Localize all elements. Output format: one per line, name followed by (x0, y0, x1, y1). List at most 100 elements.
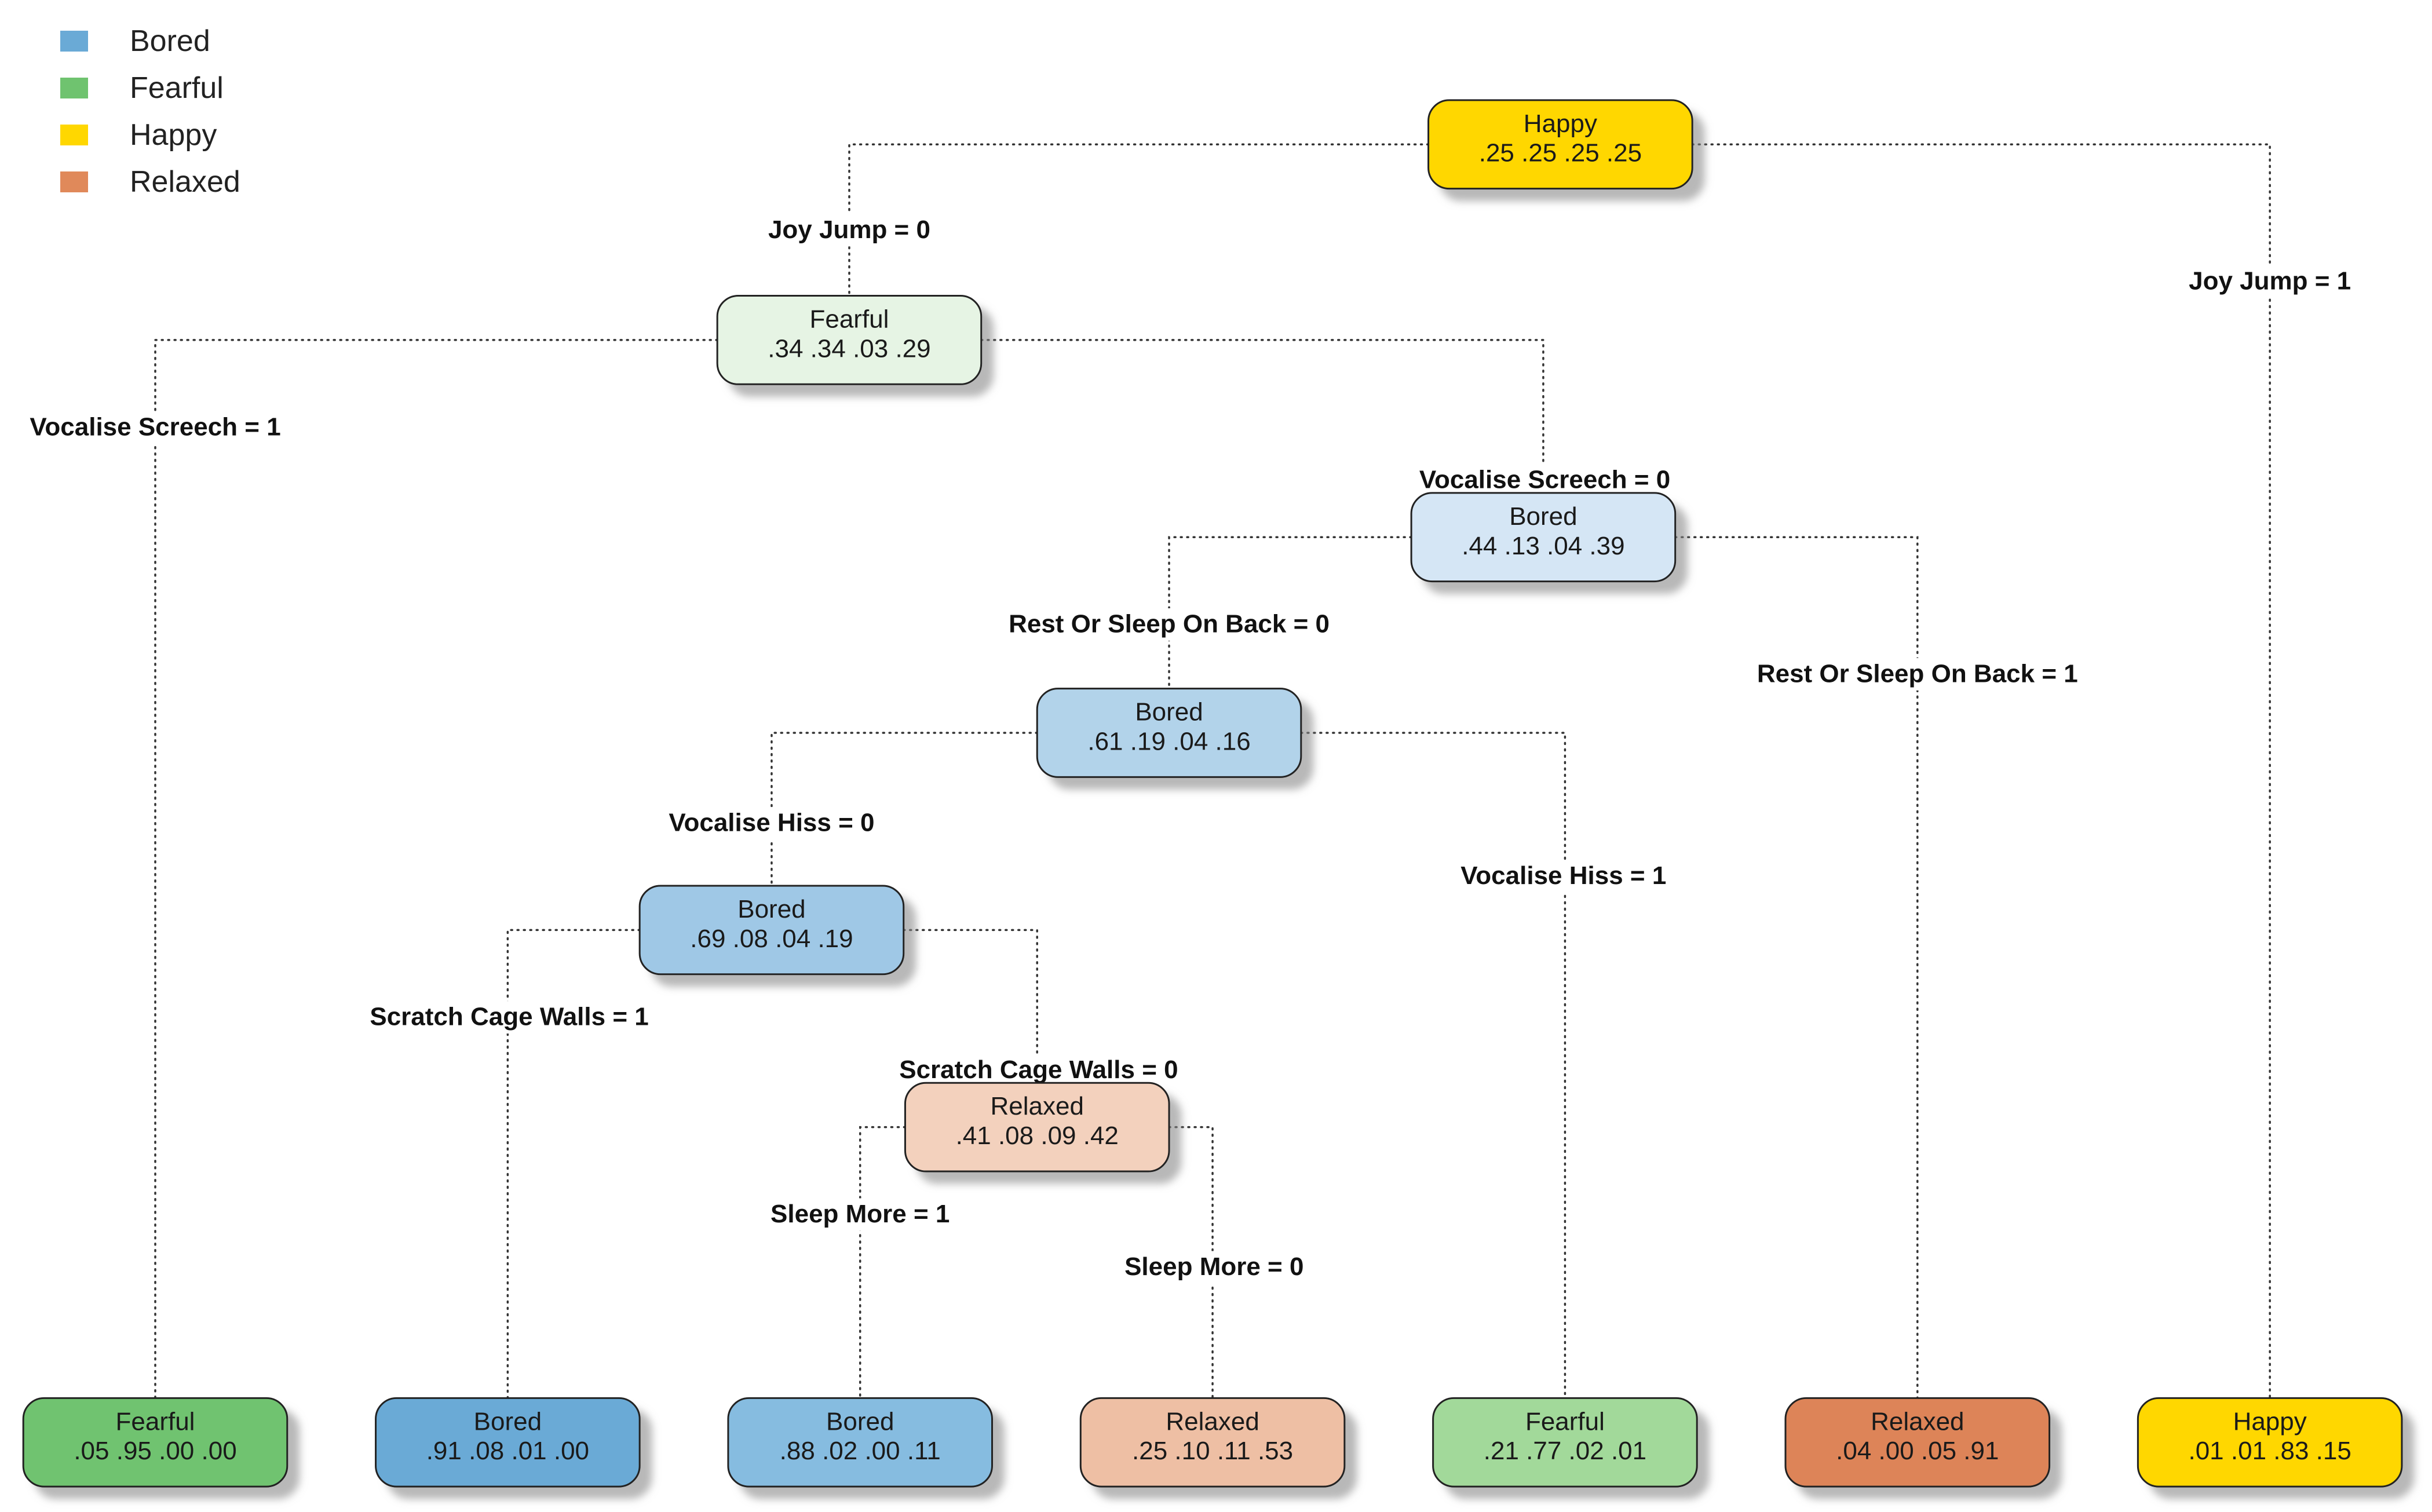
edge-label: Vocalise Hiss = 0 (669, 809, 874, 837)
edge-label-bg (350, 1001, 669, 1034)
node-class-label: Fearful (809, 305, 889, 333)
edge-label: Vocalise Hiss = 1 (1460, 861, 1666, 890)
edge-label-bg (2181, 265, 2360, 298)
node-box (1432, 1397, 1698, 1488)
node-box (1784, 1397, 2051, 1488)
tree-node-n6: Relaxed.41 .08 .09 .42 (904, 1082, 1170, 1173)
edge-label-bg (879, 1054, 1197, 1087)
node-box (375, 1397, 641, 1488)
node-probabilities: .41 .08 .09 .42 (956, 1122, 1119, 1150)
edge-n5-n6 (903, 929, 1038, 1084)
edge-label-bg (1737, 658, 2097, 691)
legend-swatch-bored (60, 30, 88, 52)
node-class-label: Relaxed (1166, 1407, 1259, 1436)
edge-label: Joy Jump = 0 (768, 216, 930, 244)
edge-label-bg (757, 1198, 963, 1231)
legend-item-relaxed: Relaxed (60, 158, 240, 205)
node-class-label: Relaxed (1871, 1407, 1964, 1436)
node-class-label: Happy (2233, 1407, 2307, 1436)
edge-label: Sleep More = 1 (771, 1200, 950, 1228)
node-probabilities: .25 .10 .11 .53 (1132, 1437, 1293, 1465)
node-probabilities: .25 .25 .25 .25 (1479, 139, 1642, 167)
legend-item-bored: Bored (60, 17, 240, 64)
legend-item-fearful: Fearful (60, 64, 240, 111)
node-class-label: Bored (474, 1407, 542, 1436)
node-class-label: Relaxed (991, 1092, 1084, 1120)
node-class-label: Fearful (116, 1407, 195, 1436)
node-probabilities: .88 .02 .00 .11 (780, 1437, 941, 1465)
tree-node-l3: Bored.88 .02 .00 .11 (727, 1397, 994, 1488)
legend-label-bored: Bored (130, 24, 210, 58)
edge-n2-n3 (980, 339, 1544, 494)
tree-node-l5: Fearful.21 .77 .02 .01 (1432, 1397, 1698, 1488)
node-class-label: Bored (1135, 698, 1203, 726)
edge-labels-layer: Joy Jump = 0 Joy Jump = 1 Vocalise Screech… (10, 214, 2360, 1284)
edge-label: Rest Or Sleep On Back = 1 (1757, 659, 2078, 688)
node-class-label: Fearful (1525, 1407, 1605, 1436)
legend-label-fearful: Fearful (130, 71, 224, 105)
edge-n6-l4 (1168, 1126, 1214, 1400)
node-probabilities: .01 .01 .83 .15 (2188, 1437, 2351, 1465)
node-box (727, 1397, 994, 1488)
legend-label-relaxed: Relaxed (130, 165, 240, 199)
node-box (716, 295, 983, 385)
edge-label-bg (1439, 860, 1688, 893)
node-box (1410, 492, 1677, 583)
edges-layer (154, 143, 2271, 1400)
edge-n4-n5 (771, 732, 1038, 887)
edge-label: Vocalise Screech = 1 (30, 412, 280, 441)
node-box (904, 1082, 1170, 1173)
tree-node-n3: Bored.44 .13 .04 .39 (1410, 492, 1677, 583)
edge-n6-l3 (859, 1126, 907, 1400)
edge-label: Vocalise Screech = 0 (1419, 465, 1670, 494)
node-probabilities: .61 .19 .04 .16 (1087, 727, 1250, 755)
tree-node-l4: Relaxed.25 .10 .11 .53 (1079, 1397, 1346, 1488)
edge-label-bg (10, 411, 300, 444)
legend-swatch-fearful (60, 77, 88, 98)
tree-node-l7: Happy.01 .01 .83 .15 (2137, 1397, 2403, 1488)
tree-node-l2: Bored.91 .08 .01 .00 (375, 1397, 641, 1488)
legend: Bored Fearful Happy Relaxed (60, 17, 240, 205)
legend-swatch-relaxed (60, 171, 88, 192)
node-probabilities: .05 .95 .00 .00 (74, 1437, 236, 1465)
edge-n4-l5 (1300, 732, 1566, 1400)
edge-label: Scratch Cage Walls = 1 (370, 1003, 648, 1031)
node-probabilities: .91 .08 .01 .00 (426, 1437, 589, 1465)
node-box (22, 1397, 289, 1488)
node-probabilities: .21 .77 .02 .01 (1484, 1437, 1646, 1465)
tree-node-l1: Fearful.05 .95 .00 .00 (22, 1397, 289, 1488)
node-probabilities: .69 .08 .04 .19 (690, 925, 853, 953)
tree-node-n1: Happy.25 .25 .25 .25 (1427, 99, 1693, 190)
node-class-label: Happy (1524, 109, 1597, 138)
tree-node-n2: Fearful.34 .34 .03 .29 (716, 295, 983, 385)
tree-node-n4: Bored.61 .19 .04 .16 (1036, 688, 1302, 778)
node-probabilities: .34 .34 .03 .29 (768, 334, 930, 363)
node-probabilities: .04 .00 .05 .91 (1836, 1437, 1999, 1465)
edge-n5-l2 (506, 929, 641, 1400)
edge-label: Scratch Cage Walls = 0 (899, 1056, 1178, 1084)
node-class-label: Bored (826, 1407, 894, 1436)
edge-label-bg (647, 807, 896, 840)
node-class-label: Bored (737, 895, 805, 923)
node-box (2137, 1397, 2403, 1488)
edge-n1-n2 (848, 143, 1430, 297)
legend-swatch-happy (60, 124, 88, 145)
edge-n1-l7 (1691, 143, 2271, 1400)
edge-label: Sleep More = 0 (1124, 1252, 1303, 1281)
edge-label-bg (1111, 1251, 1317, 1284)
node-box (1079, 1397, 1346, 1488)
edge-label-bg (989, 608, 1349, 641)
node-box (1427, 99, 1693, 190)
legend-label-happy: Happy (130, 118, 217, 152)
node-box (1036, 688, 1302, 778)
node-probabilities: .44 .13 .04 .39 (1462, 532, 1624, 560)
edge-n3-l6 (1674, 536, 1919, 1400)
tree-node-l6: Relaxed.04 .00 .05 .91 (1784, 1397, 2051, 1488)
edge-n2-l1 (154, 339, 718, 1400)
tree-node-n5: Bored.69 .08 .04 .19 (638, 885, 905, 976)
node-box (638, 885, 905, 976)
legend-item-happy: Happy (60, 111, 240, 158)
edge-label: Joy Jump = 1 (2189, 266, 2351, 295)
